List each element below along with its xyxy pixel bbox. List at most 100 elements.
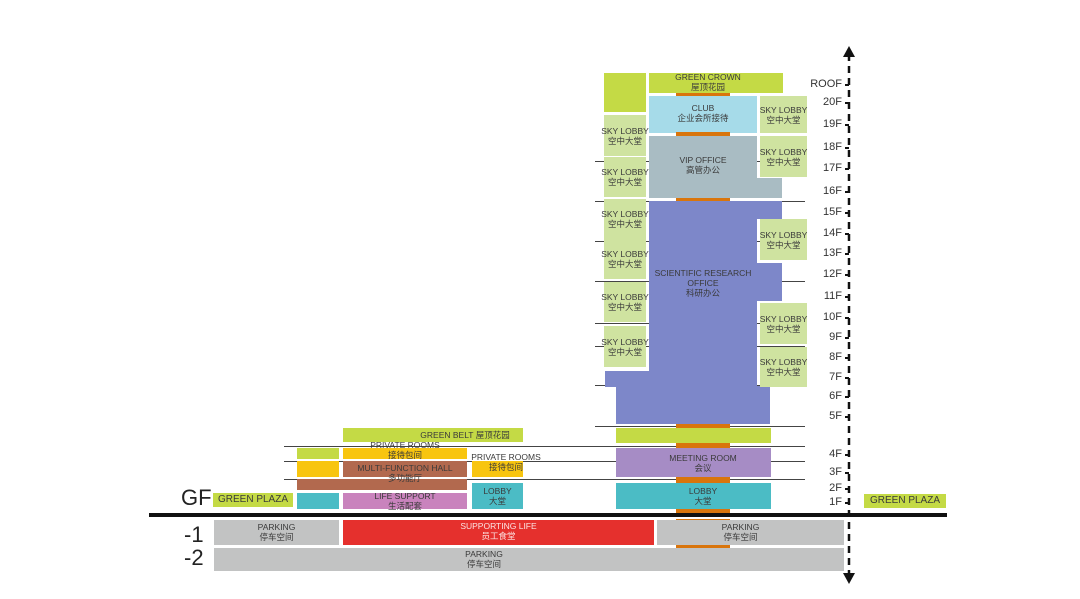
floor-label-9f: 9F — [829, 331, 842, 343]
life-support-block — [343, 493, 467, 509]
floor-label-15f: 15F — [823, 206, 842, 218]
meeting-room-block — [616, 448, 771, 477]
private-rooms-small-block — [297, 461, 339, 477]
floor-label-17f: 17F — [823, 162, 842, 174]
sky-lobby-left-block — [604, 115, 646, 156]
core-mark — [676, 509, 730, 514]
research-office-block — [605, 371, 757, 387]
green-plaza-left-block — [213, 493, 293, 507]
floor-tick — [845, 124, 849, 126]
multi-function-hall-lower-block — [297, 479, 467, 490]
sky-lobby-right-block — [760, 136, 807, 177]
floor-label-11f: 11F — [823, 290, 842, 302]
floor-tick — [845, 84, 849, 86]
core-mark — [676, 93, 730, 96]
floor-tick — [845, 168, 849, 170]
supporting-life-block — [343, 520, 654, 545]
green-crown-left-block — [604, 73, 646, 112]
research-office-block — [649, 201, 782, 219]
core-mark — [676, 545, 730, 548]
floor-label-3f: 3F — [829, 466, 842, 478]
sky-lobby-right-block — [760, 219, 807, 260]
green-plaza-right-block — [864, 494, 946, 508]
floor-label-7f: 7F — [829, 371, 842, 383]
podium-green-block — [297, 448, 339, 459]
parking-b2-block — [214, 548, 844, 571]
core-mark — [676, 477, 730, 483]
core-mark — [676, 424, 730, 428]
core-mark — [676, 132, 730, 136]
core-mark — [676, 198, 730, 201]
tower-lobby-block — [616, 483, 771, 509]
sky-lobby-left-block — [604, 282, 646, 322]
vip-office-block-lower — [649, 178, 782, 198]
vip-office-block — [649, 136, 757, 180]
sky-lobby-right-block — [760, 347, 807, 387]
floor-tick — [845, 233, 849, 235]
floor-label-20f: 20F — [823, 96, 842, 108]
floor-tick — [845, 454, 849, 456]
floor-tick — [845, 357, 849, 359]
floor-tick — [845, 253, 849, 255]
floor-tick — [845, 296, 849, 298]
floor-tick — [845, 488, 849, 490]
research-office-block — [649, 263, 782, 301]
level-gf-label: GF — [181, 485, 212, 510]
floor-tick — [845, 191, 849, 193]
sky-lobby-left-block — [604, 199, 646, 239]
green-crown-block — [649, 73, 783, 93]
level-b2-label: -2 — [184, 545, 204, 570]
floor-label-16f: 16F — [823, 185, 842, 197]
sky-lobby-right-block — [760, 303, 807, 344]
height-axis-arrow — [843, 46, 855, 584]
floor-label-8f: 8F — [829, 351, 842, 363]
floor-tick — [845, 337, 849, 339]
sky-lobby-left-block — [604, 239, 646, 279]
green-belt-block — [343, 428, 523, 442]
multi-function-hall-block — [343, 461, 467, 477]
floor-label-5f: 5F — [829, 410, 842, 422]
floor-label-10f: 10F — [823, 311, 842, 323]
green-plaza-right-label: GREEN PLAZA — [869, 495, 941, 506]
research-office-block — [649, 300, 757, 372]
floor-label-14f: 14F — [823, 227, 842, 239]
floor-tick — [845, 377, 849, 379]
sky-lobby-left-block — [604, 326, 646, 367]
core-mark — [676, 443, 730, 448]
parking-b1-left-block — [214, 520, 339, 545]
floor-label-4f: 4F — [829, 448, 842, 460]
floor-label-18f: 18F — [823, 141, 842, 153]
club-block — [649, 96, 757, 133]
sky-lobby-right-block — [760, 96, 807, 133]
floor-tick — [845, 472, 849, 474]
parking-b1-right-block — [657, 520, 844, 545]
research-office-block — [649, 218, 757, 263]
floor-tick — [845, 102, 849, 104]
floor-label-2f: 2F — [829, 482, 842, 494]
floor-tick — [845, 317, 849, 319]
floor-label-19f: 19F — [823, 118, 842, 130]
sky-lobby-left-block — [604, 157, 646, 197]
floor-tick — [845, 274, 849, 276]
floor-tick — [845, 147, 849, 149]
research-office-block — [616, 386, 770, 424]
